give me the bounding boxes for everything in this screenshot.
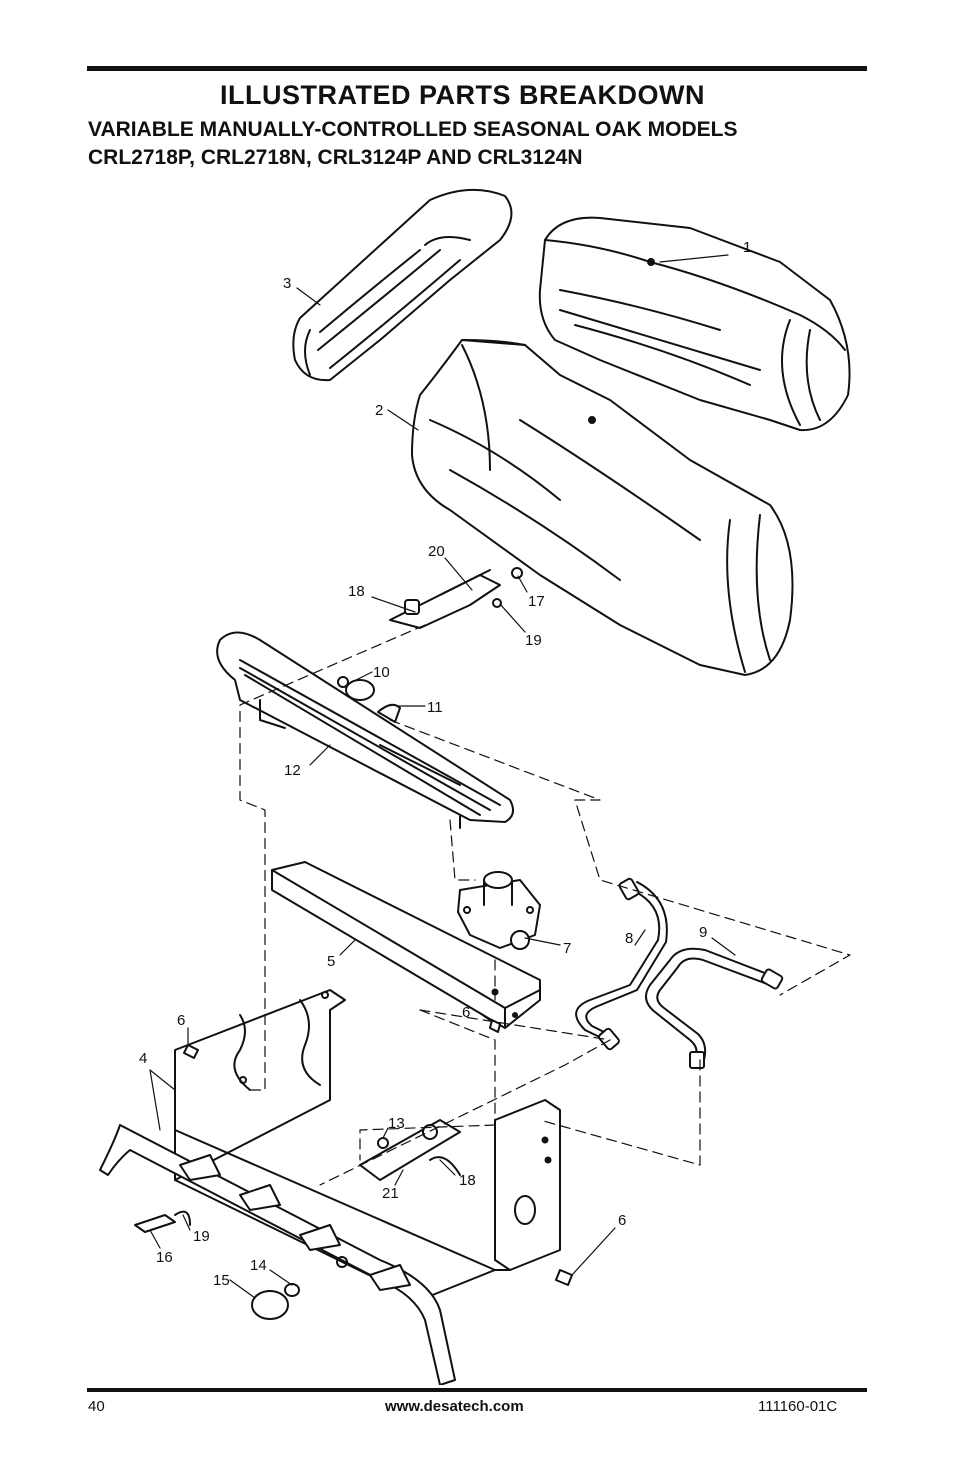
grate-base-drawing — [99, 989, 561, 1385]
callout-2: 2 — [375, 402, 383, 419]
callout-3: 3 — [283, 275, 291, 292]
gas-line-9-drawing — [645, 947, 784, 1069]
callout-9: 9 — [699, 924, 707, 941]
page-title: ILLUSTRATED PARTS BREAKDOWN — [220, 80, 705, 110]
log-3-drawing — [292, 188, 513, 382]
callout-18a: 18 — [348, 583, 365, 600]
header-rule — [87, 66, 867, 71]
callout-6b: 6 — [462, 1004, 470, 1021]
assembly-lines — [239, 624, 851, 1186]
callout-20: 20 — [428, 543, 445, 560]
callout-11: 11 — [427, 699, 443, 716]
callout-1: 1 — [743, 239, 751, 256]
callout-14: 14 — [250, 1257, 267, 1274]
gas-line-8-drawing — [575, 877, 668, 1051]
callout-labels: 1 2 3 20 18 17 19 10 11 12 7 5 8 9 6 6 4… — [139, 239, 751, 1289]
callout-19a: 19 — [525, 632, 542, 649]
callout-16: 16 — [156, 1249, 173, 1266]
callout-17: 17 — [528, 593, 545, 610]
callout-4: 4 — [139, 1050, 147, 1067]
page-number: 40 — [88, 1398, 105, 1415]
callout-15: 15 — [213, 1272, 230, 1289]
callout-21: 21 — [382, 1185, 399, 1202]
document-number: 111160-01C — [758, 1398, 838, 1415]
pilot-assembly-drawing — [389, 567, 523, 629]
log-2-drawing — [411, 339, 794, 676]
bracket-drawing — [271, 861, 541, 1029]
page-subtitle-line1: VARIABLE MANUALLY-CONTROLLED SEASONAL OA… — [88, 118, 738, 141]
page-subtitle-line2: CRL2718P, CRL2718N, CRL3124P AND CRL3124… — [88, 146, 583, 169]
footer-website: www.desatech.com — [385, 1398, 524, 1415]
knob-and-igniter-drawing — [134, 1019, 573, 1320]
callout-10: 10 — [373, 664, 390, 681]
callout-6a: 6 — [177, 1012, 185, 1029]
callout-13: 13 — [388, 1115, 405, 1132]
footer-rule — [87, 1388, 867, 1392]
callout-12: 12 — [284, 762, 301, 779]
control-valve-drawing — [359, 1119, 461, 1181]
regulator-valve-drawing — [457, 871, 541, 950]
callout-5: 5 — [327, 953, 335, 970]
leader-lines — [149, 254, 736, 1299]
callout-7: 7 — [563, 940, 571, 957]
callout-19b: 19 — [193, 1228, 210, 1245]
burner-tube-drawing — [216, 631, 515, 829]
log-1-drawing — [538, 216, 851, 432]
callout-18b: 18 — [459, 1172, 476, 1189]
callout-6c: 6 — [618, 1212, 626, 1229]
parts-diagram: 1 2 3 20 18 17 19 10 11 12 7 5 8 9 6 6 4… — [0, 170, 954, 1385]
callout-8: 8 — [625, 930, 633, 947]
